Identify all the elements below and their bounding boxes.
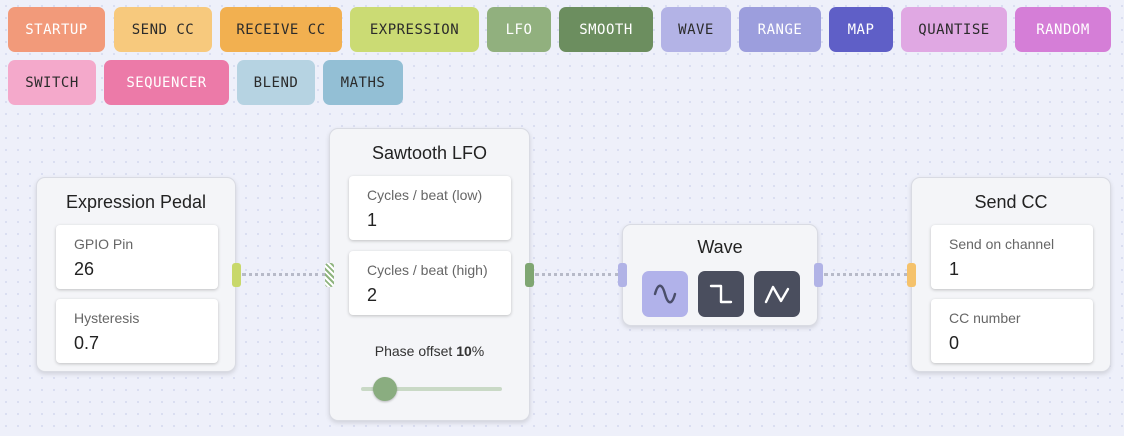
palette-wave-button[interactable]: WAVE [661, 7, 731, 52]
palette-lfo-button[interactable]: LFO [487, 7, 551, 52]
lfo-input-port[interactable] [325, 263, 334, 287]
field-value: 2 [367, 285, 378, 305]
node-title: Expression Pedal [65, 192, 207, 212]
cycles-low-field[interactable]: Cycles / beat (low) 1 [349, 176, 511, 240]
palette-smooth-button[interactable]: SMOOTH [559, 7, 653, 52]
field-value: 1 [949, 259, 960, 279]
field-value: 1 [367, 210, 378, 230]
expression-output-port[interactable] [232, 263, 241, 287]
square-wave-icon [709, 284, 733, 304]
palette-quantise-button[interactable]: QUANTISE [901, 7, 1007, 52]
sawtooth-lfo-node[interactable]: Sawtooth LFO Cycles / beat (low) 1 Cycle… [329, 128, 530, 421]
field-value: 0.7 [74, 333, 100, 353]
gpio-pin-field[interactable]: GPIO Pin 26 [56, 225, 218, 289]
node-palette: STARTUP SEND CC RECEIVE CC EXPRESSION LF… [0, 0, 1124, 110]
wave-input-port[interactable] [618, 263, 627, 287]
field-value: 26 [74, 259, 95, 279]
field-label: Send on channel [949, 236, 1055, 252]
palette-range-button[interactable]: RANGE [739, 7, 821, 52]
triangle-wave-icon [764, 285, 790, 304]
wire-wave-to-send-cc[interactable] [824, 273, 908, 276]
wire-lfo-to-wave[interactable] [535, 273, 619, 276]
sine-wave-icon [653, 284, 677, 304]
palette-random-button[interactable]: RANDOM [1015, 7, 1111, 52]
palette-maths-button[interactable]: MATHS [323, 60, 403, 105]
palette-map-button[interactable]: MAP [829, 7, 893, 52]
send-cc-node[interactable]: Send CC Send on channel 1 CC number 0 [911, 177, 1111, 372]
palette-sequencer-button[interactable]: SEQUENCER [104, 60, 229, 105]
send-on-channel-field[interactable]: Send on channel 1 [931, 225, 1093, 289]
node-title: Sawtooth LFO [371, 143, 488, 163]
palette-blend-button[interactable]: BLEND [237, 60, 315, 105]
palette-expression-button[interactable]: EXPRESSION [350, 7, 479, 52]
wave-output-port[interactable] [814, 263, 823, 287]
phase-offset-text: Phase offset [374, 343, 453, 359]
square-wave-button[interactable] [698, 271, 744, 317]
cycles-high-field[interactable]: Cycles / beat (high) 2 [349, 251, 511, 315]
wave-node[interactable]: Wave [622, 224, 818, 326]
field-label: Cycles / beat (low) [367, 187, 483, 203]
field-label: GPIO Pin [74, 236, 134, 252]
field-label: Hysteresis [74, 310, 140, 326]
lfo-output-port[interactable] [525, 263, 534, 287]
field-label: Cycles / beat (high) [367, 262, 488, 278]
field-value: 0 [949, 333, 960, 353]
hysteresis-field[interactable]: Hysteresis 0.7 [56, 299, 218, 363]
expression-pedal-node[interactable]: Expression Pedal GPIO Pin 26 Hysteresis … [36, 177, 236, 372]
cc-number-field[interactable]: CC number 0 [931, 299, 1093, 363]
triangle-wave-button[interactable] [754, 271, 800, 317]
send-cc-input-port[interactable] [907, 263, 916, 287]
palette-send-cc-button[interactable]: SEND CC [114, 7, 212, 52]
node-title: Wave [697, 237, 743, 257]
sine-wave-button[interactable] [642, 271, 688, 317]
palette-startup-button[interactable]: STARTUP [8, 7, 105, 52]
phase-offset-label: Phase offset 10% [330, 343, 529, 359]
node-title: Send CC [974, 192, 1048, 212]
palette-switch-button[interactable]: SWITCH [8, 60, 96, 105]
phase-offset-value: 10 [456, 343, 472, 359]
field-label: CC number [949, 310, 1021, 326]
palette-receive-cc-button[interactable]: RECEIVE CC [220, 7, 342, 52]
phase-offset-slider-thumb[interactable] [372, 377, 397, 401]
phase-offset-unit: % [471, 343, 485, 359]
phase-offset-slider-track[interactable] [361, 387, 502, 391]
wire-expression-to-lfo[interactable] [242, 273, 326, 276]
